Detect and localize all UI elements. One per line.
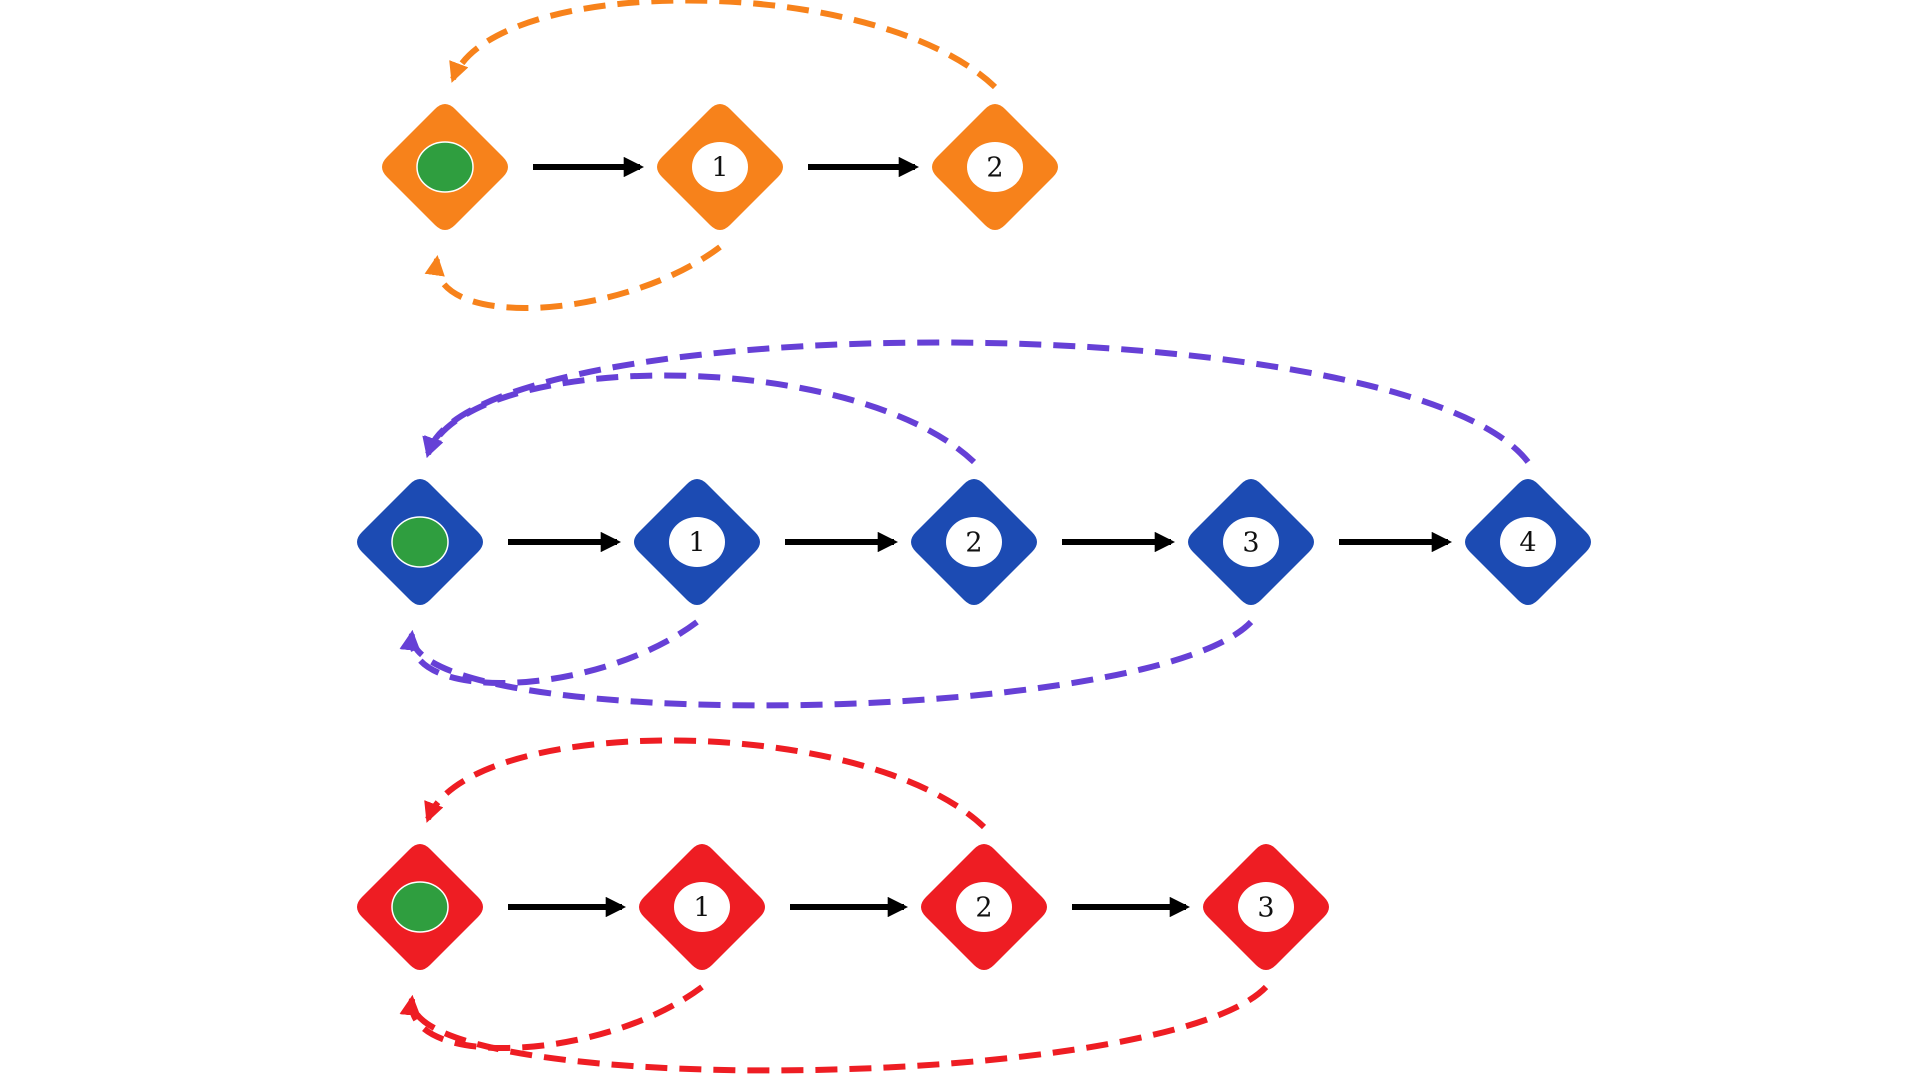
node-badge [1238, 882, 1294, 932]
edges-layer [399, 0, 1531, 1074]
node-badge [1223, 517, 1279, 567]
nodes-layer: 1 2 1 2 3 4 1 2 3 [357, 104, 1591, 970]
node-orange-1: 1 [657, 104, 783, 230]
node-badge [692, 142, 748, 192]
node-label: 1 [693, 893, 710, 924]
node-badge [956, 882, 1012, 932]
node-red-2: 2 [921, 844, 1047, 970]
node-badge [967, 142, 1023, 192]
node-red-3: 3 [1203, 844, 1329, 970]
node-orange-2: 2 [932, 104, 1058, 230]
node-label: 2 [975, 893, 992, 924]
node-label: 2 [986, 153, 1003, 184]
node-label: 1 [711, 153, 728, 184]
start-dot [416, 141, 474, 193]
node-red-1: 1 [639, 844, 765, 970]
node-blue-3: 3 [1188, 479, 1314, 605]
node-badge [1500, 517, 1556, 567]
start-dot [391, 516, 449, 568]
back-edge-blue-1-to-0 [399, 619, 699, 686]
back-edge-orange-2-to-0 [449, 0, 998, 90]
node-badge [674, 882, 730, 932]
back-edge-red-1-to-0 [399, 984, 704, 1051]
node-label: 4 [1519, 528, 1536, 559]
back-edge-blue-3-to-0 [400, 619, 1254, 709]
start-node-orange [382, 104, 508, 230]
back-edge-red-3-to-0 [400, 984, 1269, 1074]
back-edge-blue-4-to-0 [422, 339, 1531, 464]
back-edge-blue-2-to-0 [424, 372, 977, 465]
node-badge [669, 517, 725, 567]
node-label: 2 [965, 528, 982, 559]
start-node-blue [357, 479, 483, 605]
node-blue-2: 2 [911, 479, 1037, 605]
node-blue-4: 4 [1465, 479, 1591, 605]
start-node-red [357, 844, 483, 970]
back-edge-orange-1-to-0 [424, 244, 722, 311]
node-blue-1: 1 [634, 479, 760, 605]
node-label: 1 [688, 528, 705, 559]
back-edge-red-2-to-0 [424, 737, 987, 830]
start-dot [391, 881, 449, 933]
node-badge [946, 517, 1002, 567]
node-label: 3 [1257, 893, 1274, 924]
node-label: 3 [1242, 528, 1259, 559]
